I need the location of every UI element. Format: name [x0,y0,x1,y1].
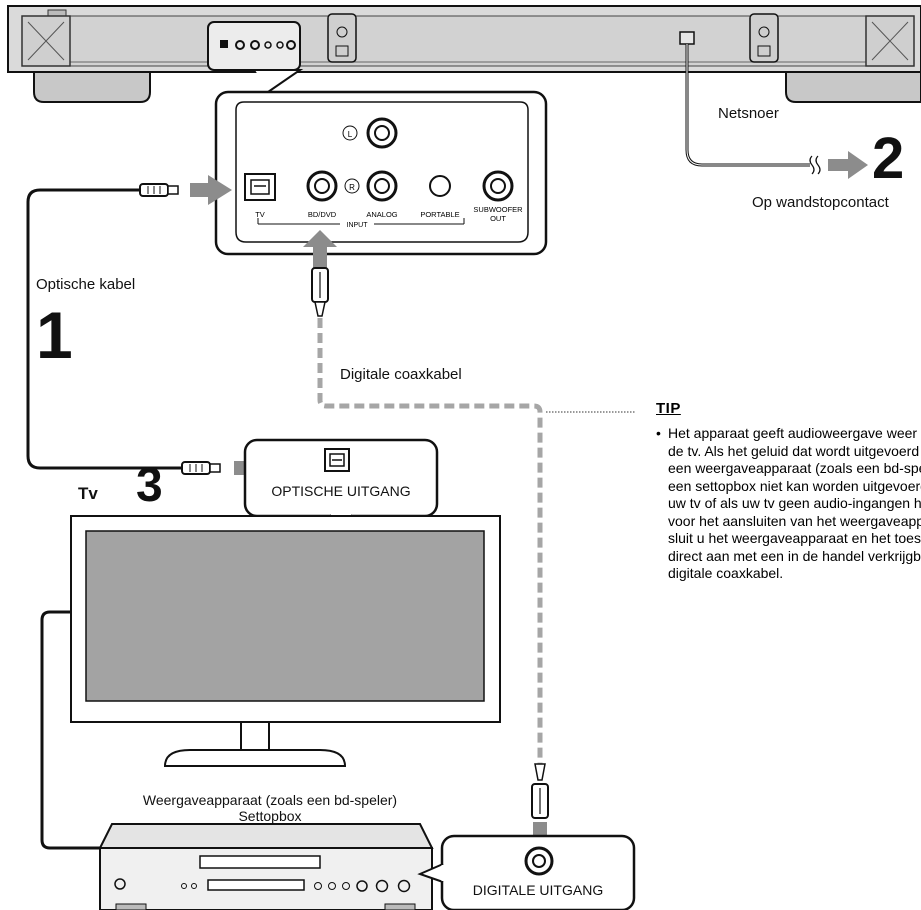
port-tv-label: TV [255,210,265,219]
l-marker: L [348,130,353,139]
optical-cable-label: Optische kabel [36,276,136,293]
power-arrow [828,151,868,179]
television [70,515,501,767]
tip-title: TIP [656,400,681,417]
step-3: 3 [136,459,163,512]
port-bd-dvd-label: BD/DVD [308,210,337,219]
power-cord [685,44,868,179]
set-top-box-label: Settopbox [238,808,302,824]
tip-box: TIP Het apparaat geeft audioweergave wee… [656,400,921,583]
playback-device [98,823,434,910]
coax-arrow-top [303,230,337,272]
input-label: INPUT [347,222,369,229]
soundbar [7,5,921,103]
tv-screen [85,530,485,702]
r-marker: R [349,183,355,192]
optical-arrow-top [190,175,232,205]
port-portable-label: PORTABLE [420,210,459,219]
wall-outlet-label: Op wandstopcontact [752,194,889,211]
tv-player-cable [40,610,100,850]
port-subwoofer-out-label: OUT [490,214,506,223]
rear-panel [214,69,548,256]
digital-coax-label: Digitale coaxkabel [340,366,462,383]
step-2: 2 [872,126,905,191]
digital-output-callout [417,834,636,910]
port-analog-label: ANALOG [366,210,397,219]
optical-output-label: OPTISCHE UITGANG [271,483,411,499]
playback-device-label: Weergaveapparaat (zoals een bd-speler) [142,792,398,808]
step-1: 1 [36,298,73,372]
port-subwoofer-label: SUBWOOFER [473,205,523,214]
power-cord-label: Netsnoer [718,105,779,122]
tip-text: Het apparaat geeft audioweergave weer va… [656,425,921,583]
tv-label: Tv [78,484,98,503]
digital-output-label: DIGITALE UITGANG [472,882,604,898]
